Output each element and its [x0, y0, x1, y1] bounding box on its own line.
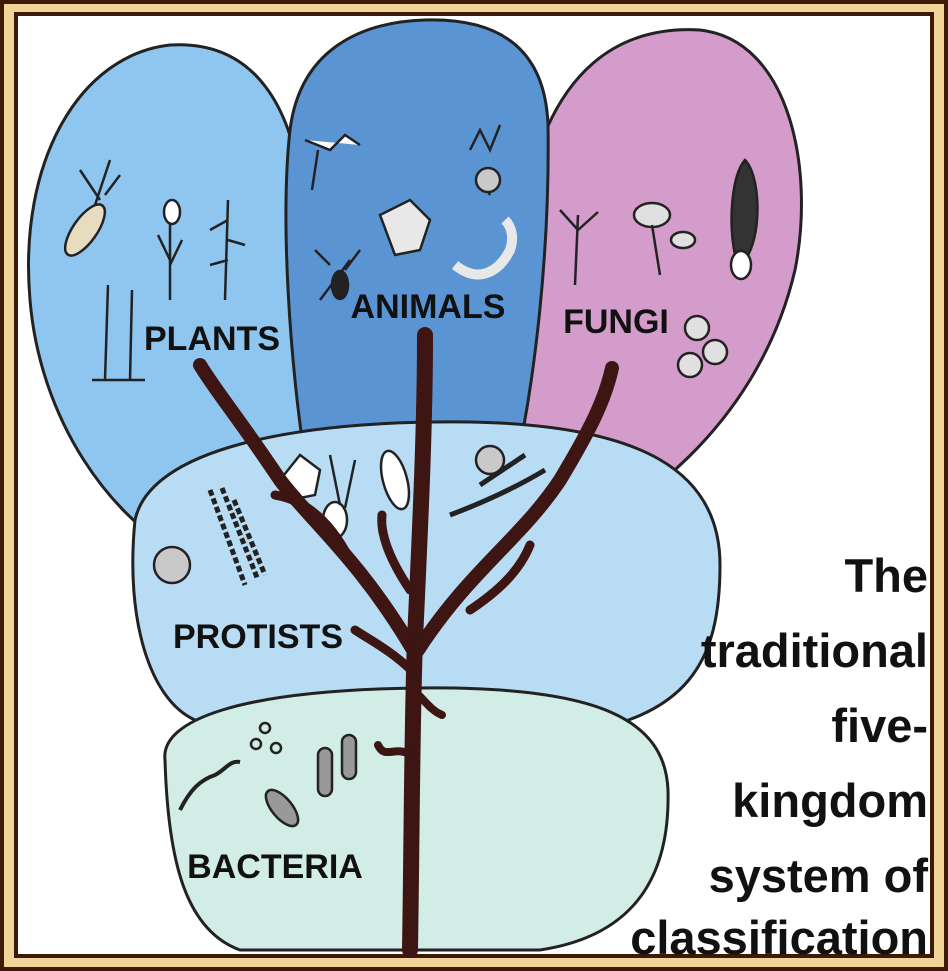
caption-line-2: traditional [701, 624, 928, 677]
protists-label: PROTISTS [173, 618, 343, 656]
caption-line-4: kingdom [732, 774, 928, 827]
animals-label: ANIMALS [351, 288, 506, 326]
caption-line-1: The [844, 549, 928, 602]
caption-line-3: five- [831, 699, 928, 752]
caption-line-5: system of [709, 849, 929, 902]
bacteria-label: BACTERIA [187, 848, 363, 886]
plants-label: PLANTS [144, 320, 280, 358]
fungi-label: FUNGI [563, 303, 669, 341]
caption-line-6: classification [630, 911, 928, 964]
